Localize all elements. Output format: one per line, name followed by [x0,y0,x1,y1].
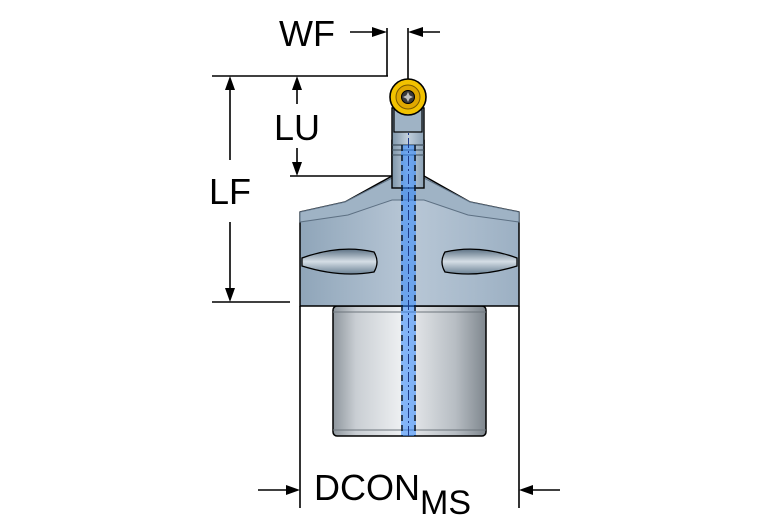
dcon-label: DCONMS [314,467,471,522]
lf-arrowhead-top [225,76,235,90]
wf-arrowhead-left [372,27,387,37]
coolant-slot-left [301,248,378,275]
coolant-channel [401,120,416,436]
lf-arrowhead-bottom [225,288,235,302]
lu-arrowhead-top [292,76,302,90]
lf-label: LF [209,171,251,212]
dcon-label-subscript: MS [420,484,471,522]
dimension-lines [212,28,560,508]
dimension-arrowheads [225,27,533,495]
turning-insert-icon [389,78,427,133]
lu-label: LU [274,107,320,148]
wf-label: WF [279,13,335,54]
coolant-slot-right [441,248,518,275]
lu-arrowhead-bottom [292,162,302,176]
dcon-label-main: DCON [314,467,420,508]
dcon-arrowhead-left [286,485,300,495]
wf-arrowhead-right [408,27,423,37]
torx-screw-icon [401,90,415,104]
dcon-arrowhead-right [519,485,533,495]
